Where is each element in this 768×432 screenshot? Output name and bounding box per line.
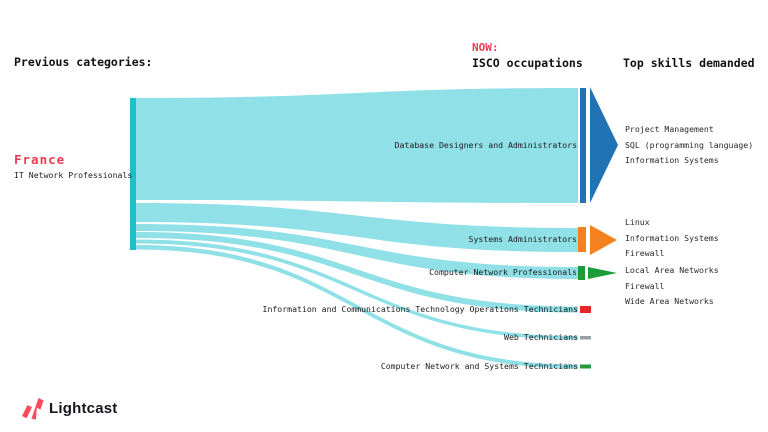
- sankey-flow: [136, 224, 578, 279]
- target-label-database-designers: Database Designers and Administrators: [394, 140, 577, 150]
- skill-item: Project Management: [625, 124, 714, 134]
- target-node: [580, 336, 591, 340]
- source-node: [130, 98, 136, 250]
- isco-occupations-heading: ISCO occupations: [472, 56, 583, 70]
- target-label-ict-operations-technicians: Information and Communications Technolog…: [262, 304, 578, 314]
- target-node: [578, 227, 586, 252]
- target-arrow-icon: [590, 87, 618, 203]
- top-skills-heading: Top skills demanded: [623, 56, 755, 70]
- target-node: [580, 306, 591, 313]
- target-label-network-systems-technicians: Computer Network and Systems Technicians: [380, 361, 578, 371]
- sankey-flow: [136, 203, 578, 252]
- target-arrow-icon: [590, 225, 617, 255]
- sankey-flow: [136, 88, 578, 203]
- skill-item: Firewall: [625, 280, 665, 291]
- lightcast-logo-text: Lightcast: [49, 399, 118, 417]
- logo-stroke-left: [22, 405, 32, 419]
- skill-item: Information Systems: [625, 232, 719, 243]
- skills-list-computer-network-professionals: Local Area Networks Firewall Wide Area N…: [625, 263, 719, 310]
- skill-item: Information Systems: [625, 155, 719, 166]
- target-label-web-technicians: Web Technicians: [504, 332, 578, 342]
- lightcast-logo-icon: [22, 398, 44, 420]
- source-category-label: IT Network Professionals: [14, 170, 133, 180]
- sankey-flow: [136, 245, 578, 369]
- skill-item: Linux: [625, 217, 650, 227]
- skills-list-systems-administrators: Linux Information Systems Firewall: [625, 215, 719, 262]
- skill-item: SQL (programming language): [625, 139, 754, 150]
- skill-item: Firewall: [625, 248, 665, 259]
- skill-item: Local Area Networks: [625, 265, 719, 275]
- target-node: [580, 88, 586, 203]
- sankey-flow: [136, 232, 578, 313]
- source-country-label: France: [14, 152, 66, 167]
- sankey-flow: [136, 239, 578, 340]
- previous-categories-heading: Previous categories:: [14, 55, 153, 69]
- target-label-computer-network-professionals: Computer Network Professionals: [429, 267, 577, 277]
- skill-item: Wide Area Networks: [625, 296, 714, 307]
- target-label-systems-administrators: Systems Administrators: [468, 234, 577, 244]
- target-node: [580, 364, 591, 369]
- target-arrow-icon: [588, 267, 617, 279]
- lightcast-logo: Lightcast: [20, 395, 117, 421]
- now-heading: NOW:: [472, 41, 499, 54]
- target-node: [578, 266, 585, 280]
- logo-stroke-right: [31, 398, 44, 420]
- skills-list-database-designers: Project Management SQL (programming lang…: [625, 122, 753, 169]
